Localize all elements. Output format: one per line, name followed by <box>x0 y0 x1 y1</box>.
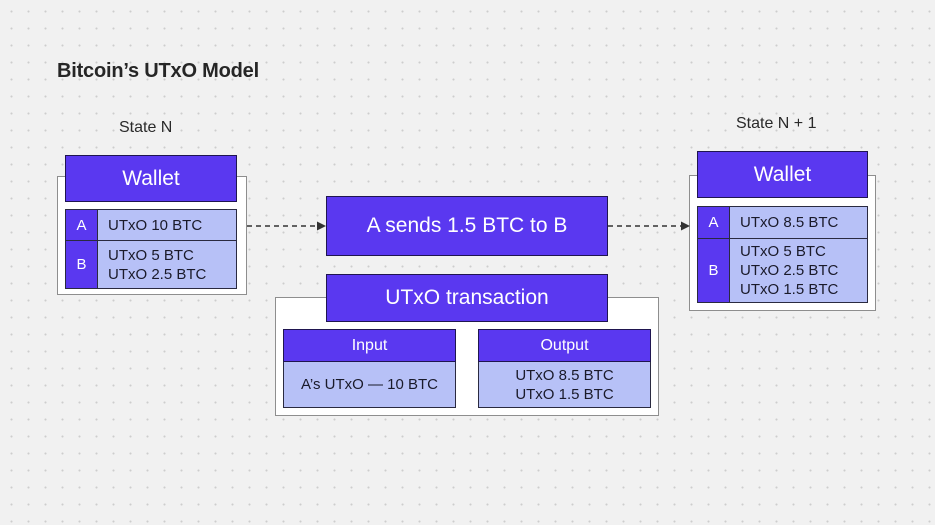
wallet-row-key: B <box>698 239 730 302</box>
output-body: UTxO 8.5 BTC UTxO 1.5 BTC <box>478 362 651 408</box>
state-n-wallet-header: Wallet <box>65 155 237 202</box>
wallet-row-b: B UTxO 5 BTC UTxO 2.5 BTC UTxO 1.5 BTC <box>698 239 867 302</box>
utxo-value: UTxO 2.5 BTC <box>740 262 839 279</box>
output-header: Output <box>478 329 651 362</box>
arrow-wallet-to-action <box>247 221 326 231</box>
output-value: UTxO 1.5 BTC <box>515 385 614 403</box>
wallet-row-b: B UTxO 5 BTC UTxO 2.5 BTC <box>66 241 236 288</box>
utxo-value: UTxO 8.5 BTC <box>740 214 839 231</box>
state-n-label: State N <box>119 119 173 136</box>
page-title: Bitcoin’s UTxO Model <box>57 60 259 82</box>
wallet-row-values: UTxO 5 BTC UTxO 2.5 BTC <box>98 241 236 288</box>
input-body: A’s UTxO — 10 BTC <box>283 362 456 408</box>
input-value: A’s UTxO — 10 BTC <box>301 376 438 393</box>
state-n-plus-1-wallet-table: A UTxO 8.5 BTC B UTxO 5 BTC UTxO 2.5 BTC… <box>697 206 868 303</box>
wallet-row-key: B <box>66 241 98 288</box>
utxo-value: UTxO 5 BTC <box>108 246 194 264</box>
output-value: UTxO 8.5 BTC <box>515 366 614 384</box>
transaction-header: UTxO transaction <box>326 274 608 322</box>
state-n-plus-1-wallet-header: Wallet <box>697 151 868 198</box>
wallet-row-values: UTxO 5 BTC UTxO 2.5 BTC UTxO 1.5 BTC <box>730 239 867 302</box>
wallet-row-values: UTxO 8.5 BTC <box>730 207 867 238</box>
utxo-value: UTxO 10 BTC <box>108 216 203 234</box>
state-n-wallet-table: A UTxO 10 BTC B UTxO 5 BTC UTxO 2.5 BTC <box>65 209 237 289</box>
wallet-row-key: A <box>698 207 730 238</box>
utxo-value: UTxO 1.5 BTC <box>740 281 839 298</box>
wallet-row-a: A UTxO 8.5 BTC <box>698 207 867 239</box>
input-header: Input <box>283 329 456 362</box>
arrow-action-to-wallet <box>608 221 690 231</box>
wallet-row-key: A <box>66 210 98 240</box>
state-n-plus-1-label: State N + 1 <box>736 115 817 132</box>
utxo-value: UTxO 5 BTC <box>740 243 826 260</box>
action-box: A sends 1.5 BTC to B <box>326 196 608 256</box>
utxo-value: UTxO 2.5 BTC <box>108 265 207 283</box>
wallet-row-a: A UTxO 10 BTC <box>66 210 236 241</box>
wallet-row-values: UTxO 10 BTC <box>98 210 236 240</box>
